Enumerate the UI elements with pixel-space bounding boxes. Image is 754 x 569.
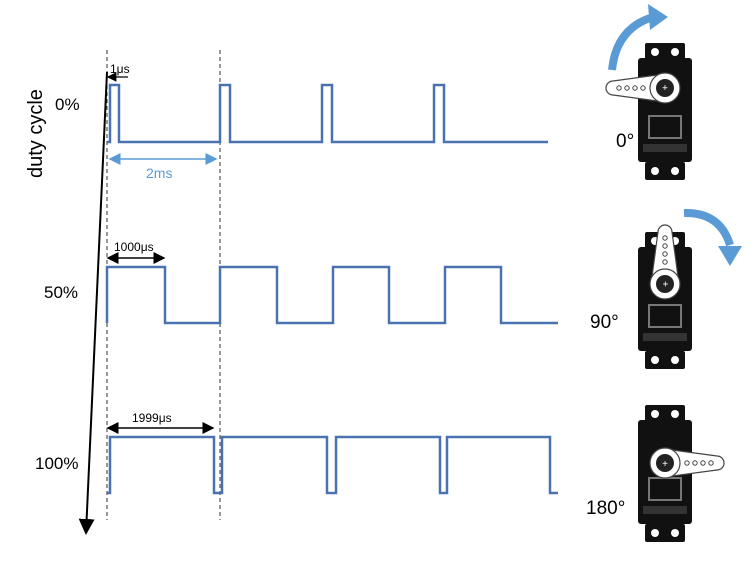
angle-label-90: 90° [590, 312, 619, 333]
pulse-label-100: 1999μs [132, 411, 172, 425]
servo-icon-0-degrees [605, 42, 693, 181]
servo-icon-90-degrees [637, 224, 693, 370]
duty-label-50: 50% [44, 283, 78, 302]
pulse-label-0: 1μs [110, 62, 130, 76]
servo-icon-180-degrees [637, 404, 725, 543]
pwm-wave-0-percent [107, 83, 548, 144]
angle-label-180: 180° [586, 498, 625, 519]
angle-label-0: 0° [616, 131, 634, 152]
period-label: 2ms [146, 165, 172, 181]
rotation-arrow-icon-clockwise-top [608, 14, 652, 71]
pwm-wave-100-percent [107, 435, 558, 495]
duty-label-0: 0% [55, 95, 80, 114]
rotation-arrow-icon-head-top [648, 4, 668, 30]
pwm-wave-50-percent [105, 265, 558, 325]
duty-cycle-axis-label: duty cycle [25, 89, 47, 178]
duty-cycle-axis-line [78, 71, 108, 535]
pulse-label-50: 1000μs [114, 240, 154, 254]
rotation-arrow-icon-head-middle [718, 246, 742, 266]
rotation-arrow-icon-clockwise-middle [683, 208, 734, 247]
duty-label-100: 100% [35, 454, 78, 473]
